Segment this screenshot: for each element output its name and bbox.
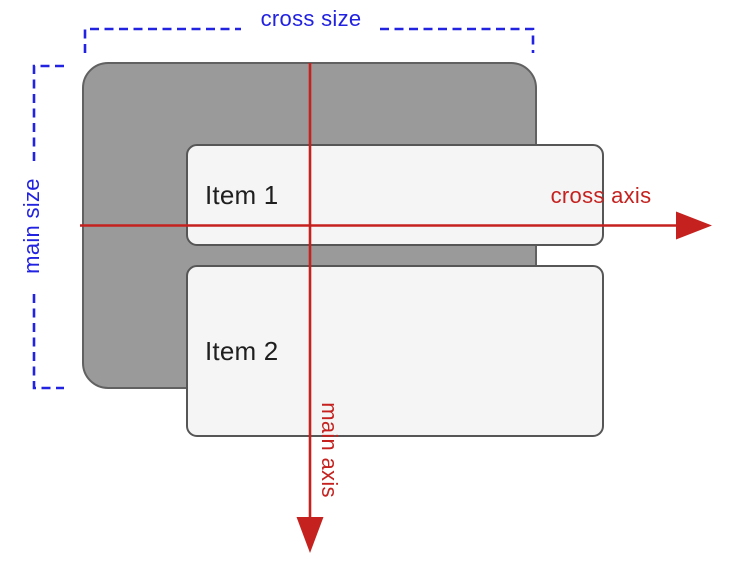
flex-container: Item 1 Item 2 [82,62,604,437]
cross-axis-label: cross axis [550,183,652,208]
cross-size-bracket-left-segment [83,27,241,53]
main-size-bracket-top-segment [32,64,64,162]
main-axis-arrowhead-icon [296,517,324,553]
flex-item-2-label: Item 2 [205,335,279,366]
cross-size-label: cross size [260,6,362,31]
main-size-bracket-bottom-segment [32,294,64,390]
cross-axis-arrowhead-icon [676,211,712,240]
flex-item-1: Item 1 [186,144,604,246]
main-axis-label: main axis [317,402,342,498]
cross-size-bracket-right-segment [380,27,535,53]
main-size-label: main size [19,178,44,274]
cross-size-bracket [83,27,535,53]
flex-item-2: Item 2 [186,265,604,437]
flex-item-1-label: Item 1 [205,179,279,210]
